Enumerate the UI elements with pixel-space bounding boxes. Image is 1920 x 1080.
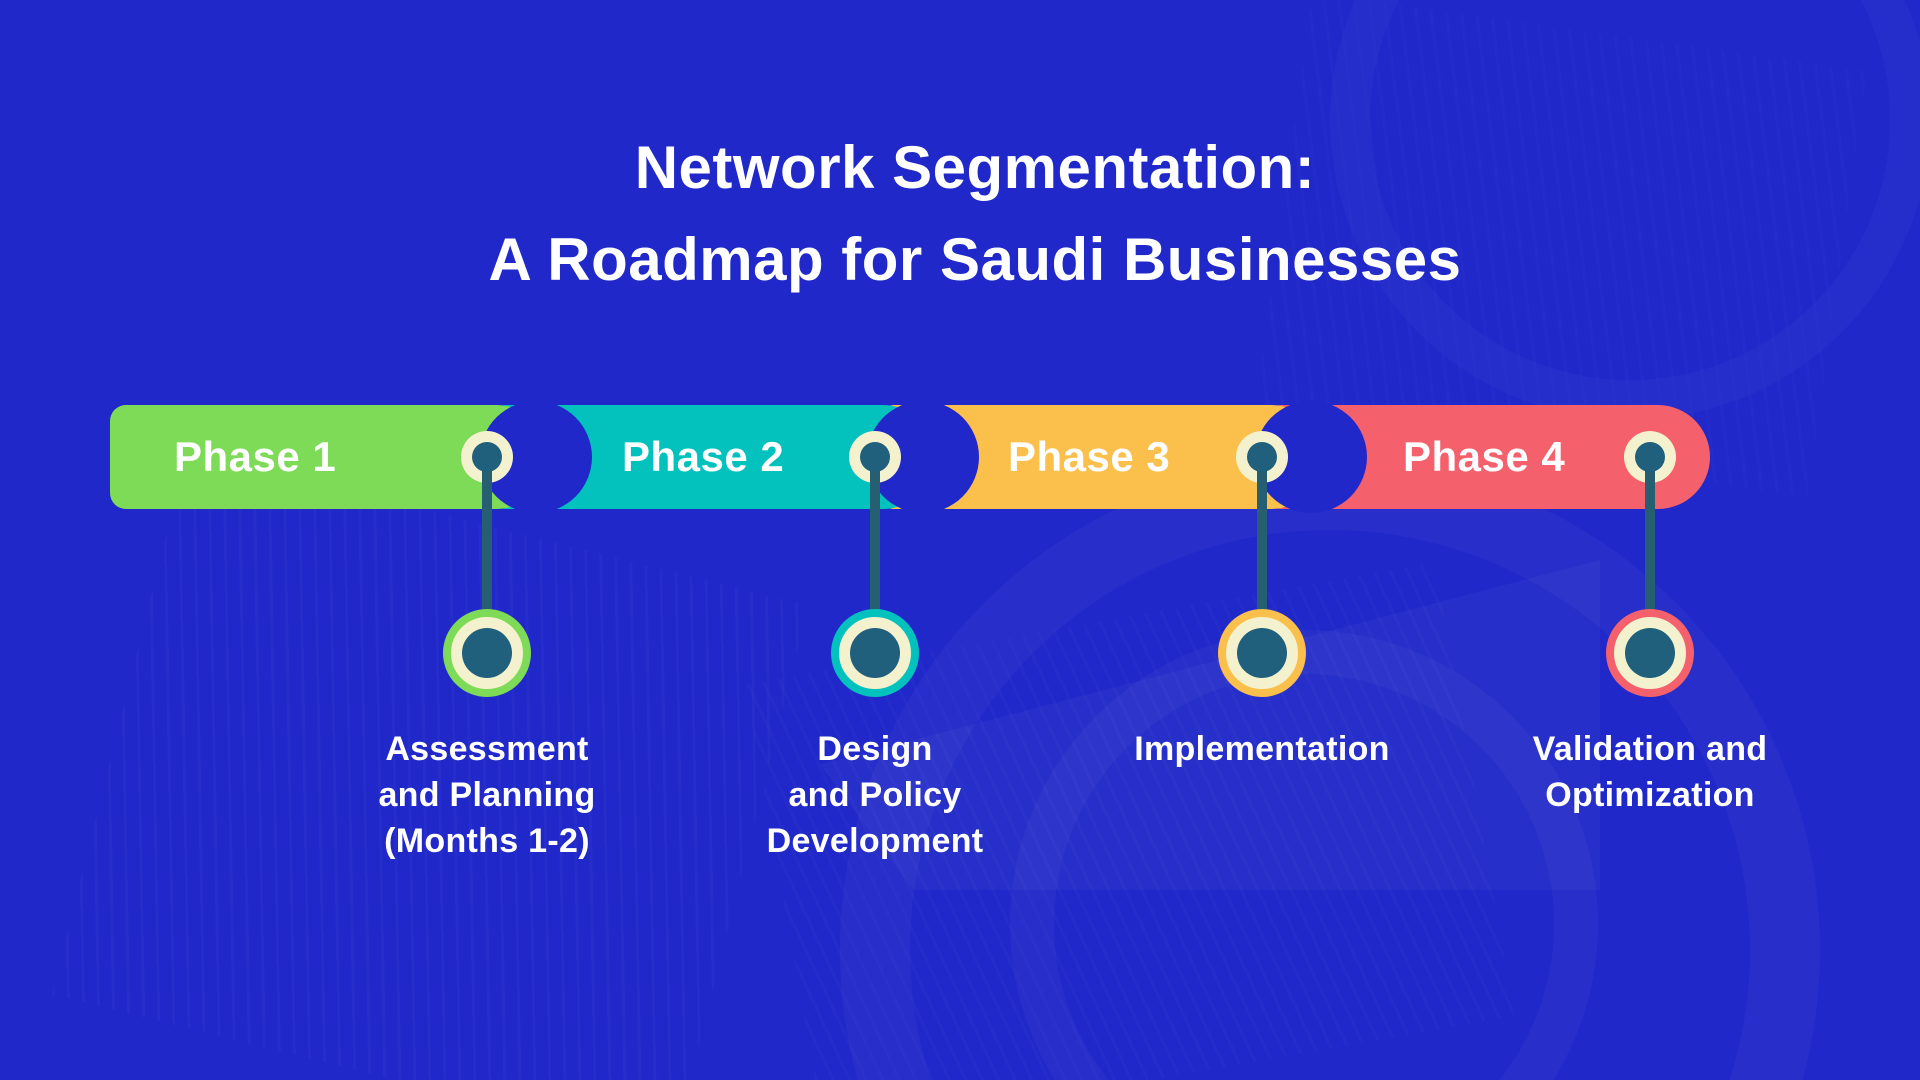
page-title-line1: Network Segmentation: <box>634 134 1316 201</box>
phase-description: Validation and Optimization <box>1532 730 1768 814</box>
phase-node-dot <box>1247 442 1277 472</box>
milestone-circle <box>443 609 531 697</box>
phase-description: Implementation <box>1134 730 1390 768</box>
background-ring-pattern <box>1010 630 1598 1080</box>
page-title: Network Segmentation: A Roadmap for Saud… <box>30 122 1920 306</box>
milestone-circle <box>1606 609 1694 697</box>
connector-line <box>870 457 880 620</box>
phase-node-dot <box>1635 442 1665 472</box>
milestone-circle <box>1218 609 1306 697</box>
milestone-center-dot <box>462 628 512 678</box>
phase-pill-label: Phase 4 <box>1403 433 1566 480</box>
milestone-center-dot <box>1237 628 1287 678</box>
phase-pill-label: Phase 1 <box>174 433 337 480</box>
phase-description: Design and Policy Development <box>766 730 984 860</box>
milestone-circle <box>831 609 919 697</box>
phase-description: Assessment and Planning (Months 1-2) <box>378 730 596 860</box>
page-title-line2: A Roadmap for Saudi Businesses <box>488 226 1462 293</box>
milestone-center-dot <box>850 628 900 678</box>
phase-pill-label: Phase 3 <box>1008 433 1171 480</box>
connector-line <box>1257 457 1267 620</box>
connector-line <box>482 457 492 620</box>
phase-pill-label: Phase 2 <box>622 433 785 480</box>
phase-node-dot <box>472 442 502 472</box>
phase-node-dot <box>860 442 890 472</box>
connector-line <box>1645 457 1655 620</box>
milestone-center-dot <box>1625 628 1675 678</box>
